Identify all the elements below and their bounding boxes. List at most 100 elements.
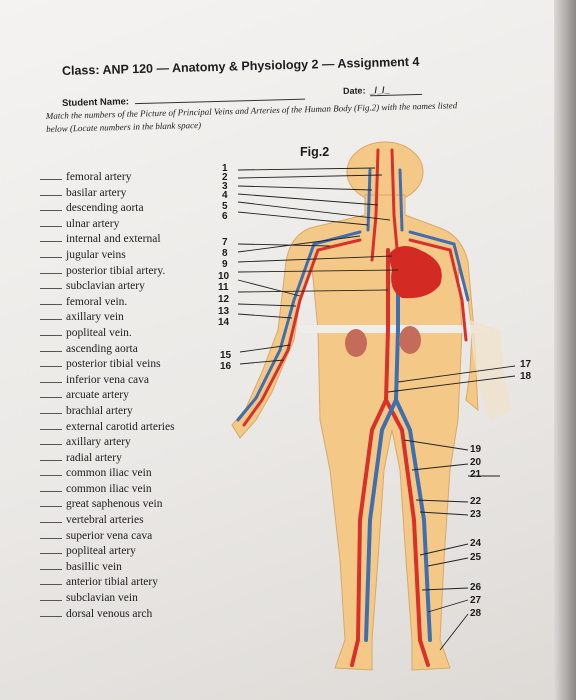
answer-blank[interactable] — [40, 412, 62, 414]
term-list: femoral artery basilar artery descending… — [40, 170, 175, 622]
figure-number: 8 — [222, 248, 228, 259]
figure-number: 15 — [220, 350, 232, 361]
answer-blank[interactable] — [40, 584, 62, 586]
aorta-and-left-leg-artery — [350, 248, 390, 667]
head-shape — [346, 141, 424, 203]
figure-number: 22 — [470, 496, 482, 507]
answer-blank[interactable] — [40, 490, 62, 492]
left-kidney-shape — [345, 329, 367, 357]
answer-blank[interactable] — [40, 600, 62, 602]
term-label: ulnar artery — [66, 217, 120, 230]
list-item: basilar artery — [40, 186, 175, 202]
figure-number: 10 — [218, 271, 230, 282]
figure-number: 2 — [222, 172, 228, 183]
figure-number: 4 — [222, 190, 228, 201]
answer-blank[interactable] — [40, 444, 62, 446]
list-item: great saphenous vein — [40, 497, 175, 513]
right-leg-artery — [384, 398, 430, 667]
answer-blank[interactable] — [40, 210, 62, 212]
list-item: arcuate artery — [40, 388, 175, 404]
figure-number: 13 — [218, 306, 230, 317]
answer-blank[interactable] — [40, 506, 62, 508]
term-label: femoral vein. — [66, 295, 128, 308]
term-label: jugular veins — [66, 248, 126, 261]
list-item: external carotid arteries — [40, 420, 175, 436]
term-label: axillary vein — [66, 311, 124, 324]
term-label: superior vena cava — [66, 529, 153, 542]
answer-blank[interactable] — [40, 397, 62, 399]
term-label: popliteal vein. — [66, 326, 132, 339]
list-item: vertebral arteries — [40, 513, 175, 529]
answer-blank[interactable] — [40, 381, 62, 383]
figure-number: 5 — [222, 201, 228, 212]
figure-number: 21 — [470, 469, 482, 480]
term-label: descending aorta — [66, 202, 144, 215]
answer-blank[interactable] — [40, 303, 62, 305]
figure-number: 9 — [222, 259, 228, 270]
answer-blank[interactable] — [40, 288, 62, 290]
figure-number: 24 — [470, 538, 482, 549]
answer-blank[interactable] — [40, 334, 62, 336]
answer-blank[interactable] — [40, 241, 62, 243]
torso-and-limbs-shape — [231, 194, 479, 671]
figure-number: 17 — [520, 359, 532, 370]
answer-blank[interactable] — [40, 568, 62, 570]
term-label: anterior tibial artery — [66, 576, 158, 589]
answer-blank[interactable] — [40, 272, 62, 274]
right-leg-vein — [394, 398, 432, 642]
term-label: basillic vein — [66, 560, 122, 573]
carotid-artery-vessel-right — [390, 148, 400, 262]
answer-blank[interactable] — [40, 537, 62, 539]
list-item: descending aorta — [40, 201, 175, 217]
answer-blank[interactable] — [40, 256, 62, 258]
list-item: posterior tibial veins — [40, 357, 175, 373]
figure-number: 3 — [222, 181, 228, 192]
answer-blank[interactable] — [40, 366, 62, 368]
term-label: brachial artery — [66, 404, 133, 417]
term-label: common iliac vein — [66, 467, 152, 480]
list-item: internal and external — [40, 232, 175, 248]
term-label: axillary artery — [66, 436, 131, 449]
term-label: posterior tibial artery. — [66, 264, 166, 277]
term-label: great saphenous vein — [66, 498, 163, 511]
answer-blank[interactable] — [40, 615, 62, 617]
right-arm-vein — [408, 230, 470, 302]
faded-right-arm — [470, 320, 512, 420]
term-label: common iliac vein — [66, 482, 152, 495]
answer-blank[interactable] — [40, 319, 62, 321]
term-label: vertebral arteries — [66, 514, 144, 527]
left-arm-vein — [236, 230, 362, 422]
figure-section-gap — [300, 325, 490, 333]
answer-blank[interactable] — [40, 475, 62, 477]
list-item: brachial artery — [40, 404, 175, 420]
figure-number: 25 — [470, 552, 482, 563]
jugular-vein-vessel-right — [398, 168, 404, 232]
list-item: axillary vein — [40, 310, 175, 326]
answer-blank[interactable] — [40, 553, 62, 555]
term-label: internal and external — [66, 233, 161, 246]
answer-blank[interactable] — [40, 350, 62, 352]
list-item: axillary artery — [40, 435, 175, 451]
answer-blank[interactable] — [40, 522, 62, 524]
carotid-artery-vessel — [370, 148, 380, 262]
answer-blank[interactable] — [40, 459, 62, 461]
list-item: ulnar artery — [40, 217, 175, 233]
term-label: ascending aorta — [66, 342, 138, 355]
figure-number: 19 — [470, 444, 482, 455]
figure-number: 6 — [222, 211, 228, 222]
left-arm-artery — [242, 238, 362, 427]
figure-number: 11 — [218, 282, 229, 293]
answer-blank[interactable] — [40, 179, 62, 180]
answer-blank[interactable] — [40, 225, 62, 227]
list-item: subclavian artery — [40, 279, 175, 295]
term-label: inferior vena cava — [66, 373, 150, 386]
list-item: superior vena cava — [40, 529, 175, 545]
figure-number: 16 — [220, 361, 232, 372]
list-item: posterior tibial artery. — [40, 264, 175, 280]
right-arm-artery — [408, 238, 468, 342]
answer-blank[interactable] — [40, 428, 62, 430]
answer-blank[interactable] — [40, 194, 62, 196]
term-label: popliteal artery — [66, 545, 136, 558]
jugular-vein-vessel — [366, 168, 372, 232]
